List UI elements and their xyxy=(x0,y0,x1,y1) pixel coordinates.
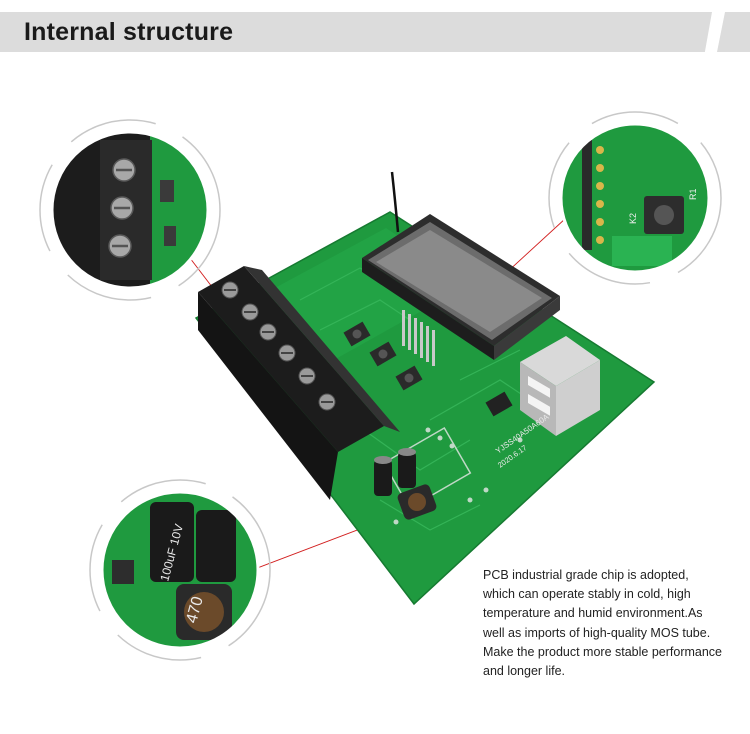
description-line: Make the product more stable performance xyxy=(483,644,723,659)
inductor xyxy=(397,484,437,520)
zoom-circle-terminals xyxy=(39,119,221,301)
pcb-board: YJSS40A50A60A 2020.6.17 xyxy=(194,171,656,606)
capacitors xyxy=(374,448,416,496)
feature-description: PCB industrial grade chip is adopted, wh… xyxy=(483,566,745,681)
antenna-wire xyxy=(390,171,400,233)
ic-chip xyxy=(485,391,513,417)
usb-connector xyxy=(520,336,600,436)
push-buttons xyxy=(343,321,423,391)
description-line: which can operate stably in cold, high xyxy=(483,587,691,602)
zoom-circle-connector: K2 R1 xyxy=(548,111,722,285)
terminal-block xyxy=(198,266,400,500)
resistor-marking: R1 xyxy=(688,188,698,200)
zoom-circle-components: 470 100uF 10V xyxy=(89,479,271,661)
inductor-marking: 470 xyxy=(183,595,206,625)
page-title: Internal structure xyxy=(24,18,234,46)
button-marking: K2 xyxy=(628,213,638,224)
header-band xyxy=(0,12,712,52)
lcd-display xyxy=(362,214,560,366)
description-line: and longer life. xyxy=(483,664,566,679)
description-line: PCB industrial grade chip is adopted, xyxy=(483,568,689,582)
description-line: well as imports of high-quality MOS tube… xyxy=(483,625,711,640)
description-line: temperature and humid environment.As xyxy=(483,606,703,621)
